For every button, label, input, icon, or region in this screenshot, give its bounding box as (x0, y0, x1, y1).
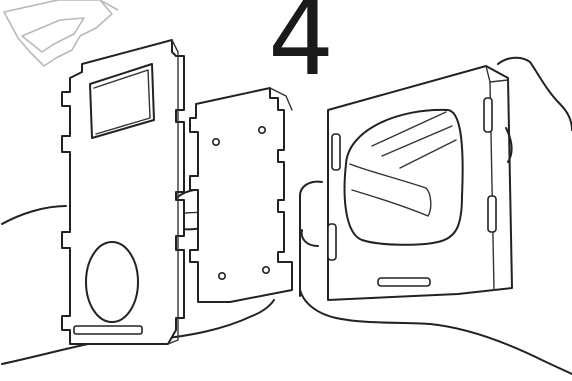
background-panel-piece (4, 0, 118, 66)
step-number-label: 4 (268, 0, 334, 90)
left-panel-piece (62, 40, 184, 344)
middle-panel-piece (190, 88, 292, 302)
box-assembly-piece (328, 66, 512, 300)
